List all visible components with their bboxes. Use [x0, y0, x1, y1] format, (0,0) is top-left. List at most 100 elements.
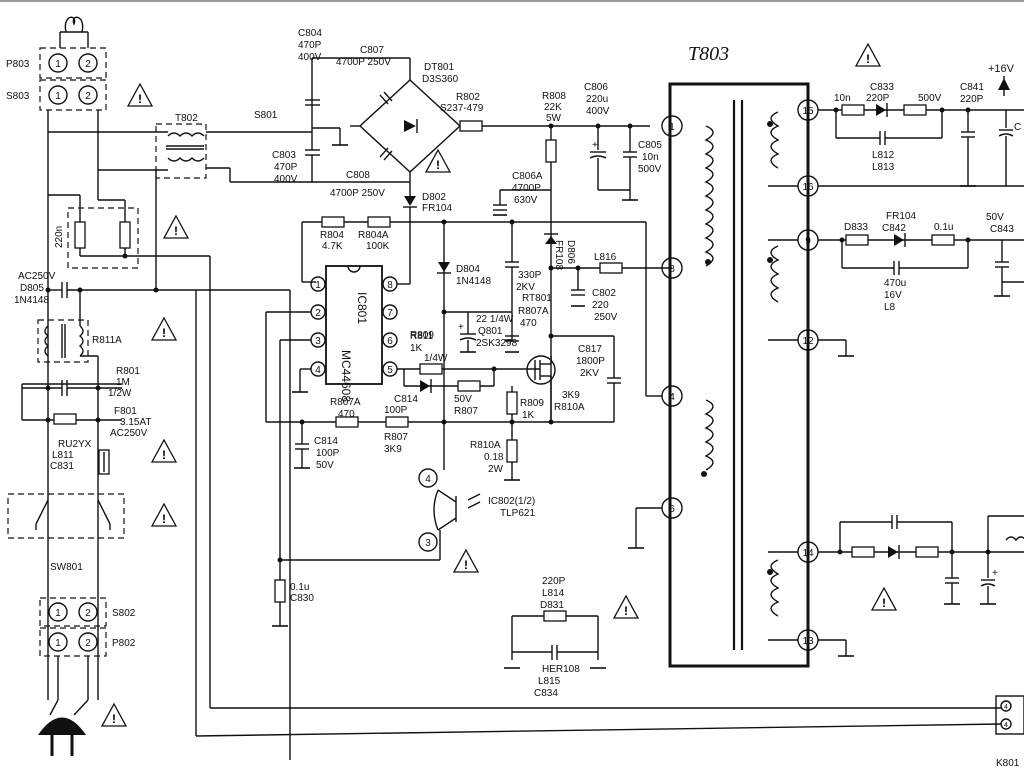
- r804-label: R804: [320, 230, 344, 241]
- svg-text:+: +: [458, 322, 464, 333]
- r807-name: R807: [384, 432, 408, 443]
- r808-label: R808: [542, 91, 566, 102]
- warning-icon: !: [150, 438, 178, 463]
- r801-label: F801: [114, 406, 137, 417]
- svg-text:!: !: [138, 92, 142, 106]
- r808-watt: 5W: [546, 113, 562, 124]
- k801-connector: 4 4 K801: [195, 290, 1024, 769]
- ic802-part: TLP621: [500, 508, 535, 519]
- svg-text:8: 8: [387, 280, 393, 291]
- c806a-value: 4700P: [512, 183, 541, 194]
- c806a-label: C806A: [512, 171, 543, 182]
- c805-value: 10n: [642, 152, 659, 163]
- c832-partial: C: [1014, 122, 1021, 133]
- t802-label: T802: [175, 113, 198, 124]
- l811-label: 500V: [918, 93, 942, 104]
- d806-value: FR108: [553, 240, 564, 270]
- d806-label: D806: [565, 240, 576, 264]
- svg-text:12: 12: [802, 336, 814, 347]
- transformer-t803: T803 1 8 4 6 15 16 9 12 14 13: [628, 43, 854, 668]
- svg-text:1: 1: [55, 638, 61, 649]
- r806-value: C830: [290, 593, 314, 604]
- svg-text:1: 1: [315, 280, 321, 291]
- d805-value: 100P: [384, 405, 408, 416]
- svg-text:+: +: [592, 140, 598, 151]
- c814-value: 100P: [316, 448, 340, 459]
- warning-icon: !: [452, 548, 480, 573]
- warning-icon: !: [612, 594, 640, 619]
- c806-voltage: 400V: [586, 106, 610, 117]
- r804a-label: R804A: [358, 230, 389, 241]
- bridge-rectifier-section: C804 470P 400V C807 4700P 250V DT801 D3S…: [254, 28, 650, 222]
- c806a-voltage: 630V: [514, 195, 538, 206]
- warning-icon: !: [150, 502, 178, 527]
- c813-label: R807A: [518, 306, 549, 317]
- c812-voltage: 2SK3298: [476, 338, 518, 349]
- r807a-value: 470: [338, 409, 355, 420]
- r811a-value: R807: [454, 406, 478, 417]
- snubber-section: R808 22K 5W + C806 220u 400V C805 10n 50…: [493, 82, 662, 420]
- c812-value: Q801: [478, 326, 503, 337]
- misc-labels: C817 1800P 2KV R811 1/4W R809 1K R807A 4…: [314, 331, 605, 475]
- svg-text:+: +: [992, 568, 998, 579]
- transformer-title: T803: [688, 43, 729, 65]
- l815-label: 0.1u: [934, 222, 953, 233]
- c813-value: 470: [520, 318, 537, 329]
- c834-value: C843: [990, 224, 1014, 235]
- svg-text:!: !: [624, 604, 628, 618]
- dt801-value: D3S360: [422, 74, 459, 85]
- c809-label: 330P: [518, 270, 542, 281]
- c807-label: C807: [360, 45, 384, 56]
- svg-text:4: 4: [425, 474, 431, 485]
- svg-text:!: !: [162, 512, 166, 526]
- warning-icon: !: [162, 214, 190, 239]
- c806-value: 220u: [586, 94, 608, 105]
- c833-label: 470u: [884, 278, 906, 289]
- c805-voltage: 500V: [638, 164, 662, 175]
- svg-text:7: 7: [387, 308, 393, 319]
- c817-voltage: 2KV: [580, 368, 599, 379]
- q801-label: 3K9: [562, 390, 580, 401]
- ic801-name: IC801: [355, 292, 369, 324]
- c808-value: 4700P 250V: [330, 188, 385, 199]
- r812-c816-section: 220P L814 D831 HER108 L815 C834: [504, 576, 606, 699]
- svg-text:!: !: [436, 158, 440, 172]
- f801-label: RU2YX: [58, 439, 92, 450]
- r806-label: 0.1u: [290, 582, 309, 593]
- r810a-value: 0.18: [484, 452, 504, 463]
- svg-text:1: 1: [55, 608, 61, 619]
- warning-icon: !: [150, 316, 178, 341]
- svg-text:1: 1: [669, 122, 675, 133]
- d830-label: C833: [870, 82, 894, 93]
- c804-value: 470P: [298, 40, 322, 51]
- power-plug-icon: [38, 717, 86, 735]
- r811-value-label: 1K: [410, 343, 423, 354]
- secondary-outputs: 10n C833 220P 500V L812 L813 C841 220P +…: [818, 63, 1024, 605]
- d805-label: C814: [394, 394, 418, 405]
- svg-text:!: !: [464, 558, 468, 572]
- c830-label: L812: [872, 150, 895, 161]
- r809-name: R809: [520, 398, 544, 409]
- svg-text:!: !: [162, 448, 166, 462]
- svg-text:16: 16: [802, 182, 814, 193]
- c817-name: C817: [578, 344, 602, 355]
- r812-value: L814: [542, 588, 565, 599]
- c801-label: R801: [116, 366, 140, 377]
- c805-label: C805: [638, 140, 662, 151]
- svg-text:4: 4: [315, 365, 321, 376]
- c802-voltage: 1N4148: [14, 295, 49, 306]
- dt801-label: DT801: [424, 62, 454, 73]
- c816-label: HER108: [542, 664, 580, 675]
- sw801-label: SW801: [50, 562, 83, 573]
- r801-value: 3.15AT: [120, 417, 152, 428]
- warning-icon: !: [424, 148, 452, 173]
- optocoupler-section: 4 3 IC802(1/2) TLP621: [418, 422, 535, 560]
- c804-voltage: 400V: [298, 52, 322, 63]
- r811-label: R809: [410, 330, 434, 341]
- c816-value: L815: [538, 676, 561, 687]
- svg-text:2: 2: [85, 638, 91, 649]
- svg-text:3: 3: [315, 336, 321, 347]
- c809-value: 2KV: [516, 282, 535, 293]
- r804-value: 4.7K: [322, 241, 343, 252]
